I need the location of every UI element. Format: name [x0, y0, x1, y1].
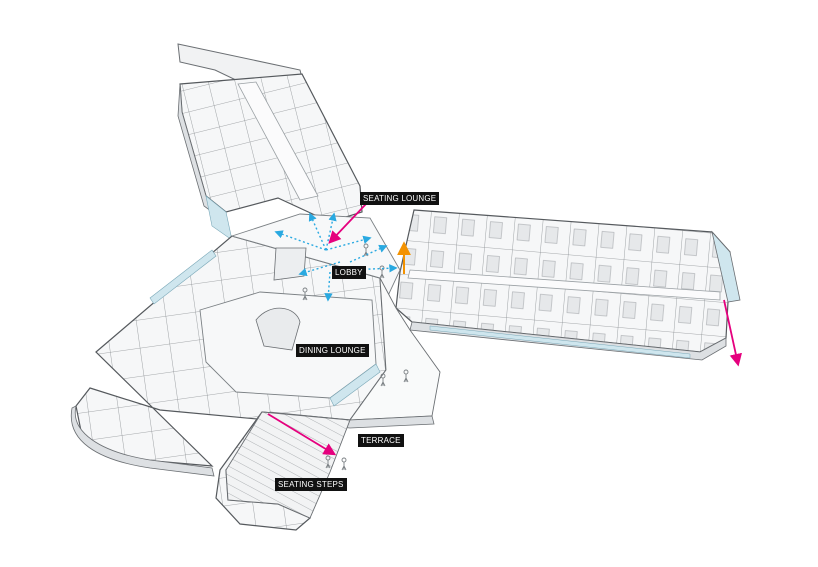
north-wing	[177, 43, 363, 241]
section-arrow-north	[328, 203, 367, 244]
label-seating-steps: SEATING STEPS	[275, 478, 347, 491]
north-wing-corridor	[237, 81, 319, 201]
person-icon	[363, 243, 369, 257]
east-wing-glazing-strip	[429, 325, 691, 359]
label-lobby: LOBBY	[332, 266, 366, 279]
circulation-arrow	[345, 264, 398, 273]
circulation-arrow	[308, 212, 327, 251]
person-icon	[341, 457, 347, 471]
person-icon	[302, 287, 308, 301]
person-icon	[325, 455, 331, 469]
label-dining-lounge: DINING LOUNGE	[296, 344, 369, 357]
central-hub	[199, 213, 441, 519]
lobby-stair	[273, 247, 307, 281]
east-wing-end-wall	[711, 230, 741, 303]
people-figures	[302, 243, 409, 471]
southwest-wing-west-glazing	[149, 249, 217, 305]
southwest-wing-outer-curve	[70, 405, 215, 477]
circulation-arrow	[324, 271, 333, 302]
east-wing	[395, 209, 741, 361]
section-arrow-south	[267, 413, 337, 456]
person-icon	[380, 373, 386, 387]
dining-glazing	[329, 363, 381, 407]
circulation-arrow	[325, 235, 372, 251]
terrace-deck	[349, 277, 441, 421]
label-seating-lounge: SEATING LOUNGE	[360, 192, 440, 205]
label-terrace: TERRACE	[358, 434, 404, 447]
seating-steps	[225, 411, 351, 519]
section-arrow-east	[723, 299, 743, 367]
east-wing-corridor	[407, 269, 721, 301]
dining-booth	[255, 307, 301, 351]
person-icon	[379, 265, 385, 279]
person-icon	[403, 369, 409, 383]
circulation-arrow	[349, 244, 388, 263]
